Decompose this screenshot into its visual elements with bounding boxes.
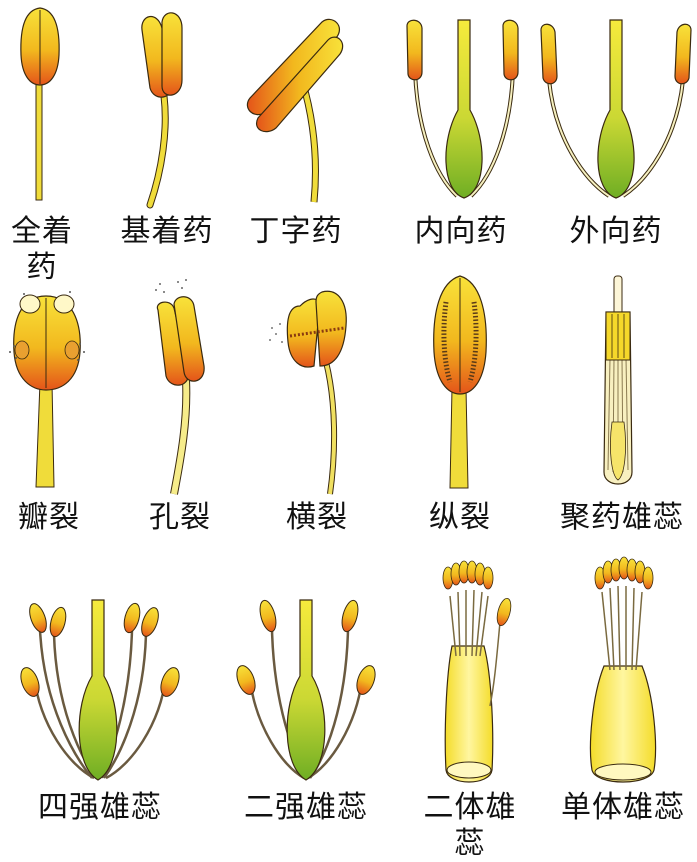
stamen-cell-innate-anther: 全着药 bbox=[0, 0, 84, 262]
stamen-label: 二强雄蕊 bbox=[222, 790, 390, 826]
stamen-label: 丁字药 bbox=[236, 214, 356, 250]
stamen-cell-extrorse-anther: 外向药 bbox=[535, 0, 697, 262]
stamen-cell-longitudinal-dehiscence: 纵裂 bbox=[410, 262, 510, 544]
stamen-cell-syngenesious-stamen: 聚药雄蕊 bbox=[548, 262, 696, 544]
stamen-cell-diadelphous: 二体雄蕊 bbox=[410, 556, 530, 836]
stamen-cell-versatile-anther: 丁字药 bbox=[236, 0, 356, 262]
stamen-label: 二体雄蕊 bbox=[410, 790, 530, 862]
stamen-label: 孔裂 bbox=[130, 500, 230, 536]
stamen-cell-monadelphous: 单体雄蕊 bbox=[560, 556, 686, 836]
stamen-label: 聚药雄蕊 bbox=[548, 500, 696, 536]
stamen-cell-basifixed-anther: 基着药 bbox=[112, 0, 222, 262]
stamen-cell-tetradynamous: 四强雄蕊 bbox=[0, 556, 200, 836]
stamen-cell-poricidal-dehiscence: 孔裂 bbox=[130, 262, 230, 544]
stamen-cell-transverse-dehiscence: 横裂 bbox=[262, 262, 372, 544]
stamen-label: 瓣裂 bbox=[0, 500, 98, 536]
stamen-label: 四强雄蕊 bbox=[0, 790, 200, 826]
stamen-label: 单体雄蕊 bbox=[560, 790, 686, 826]
stamen-label: 外向药 bbox=[535, 214, 697, 250]
stamen-label: 内向药 bbox=[395, 214, 527, 250]
stamen-cell-introrse-anther: 内向药 bbox=[395, 0, 527, 262]
stamen-cell-valvular-dehiscence: 瓣裂 bbox=[0, 262, 98, 544]
stamen-label: 横裂 bbox=[262, 500, 372, 536]
stamen-cell-didynamous: 二强雄蕊 bbox=[222, 556, 390, 836]
stamen-label: 纵裂 bbox=[410, 500, 510, 536]
stamen-label: 基着药 bbox=[112, 214, 222, 250]
